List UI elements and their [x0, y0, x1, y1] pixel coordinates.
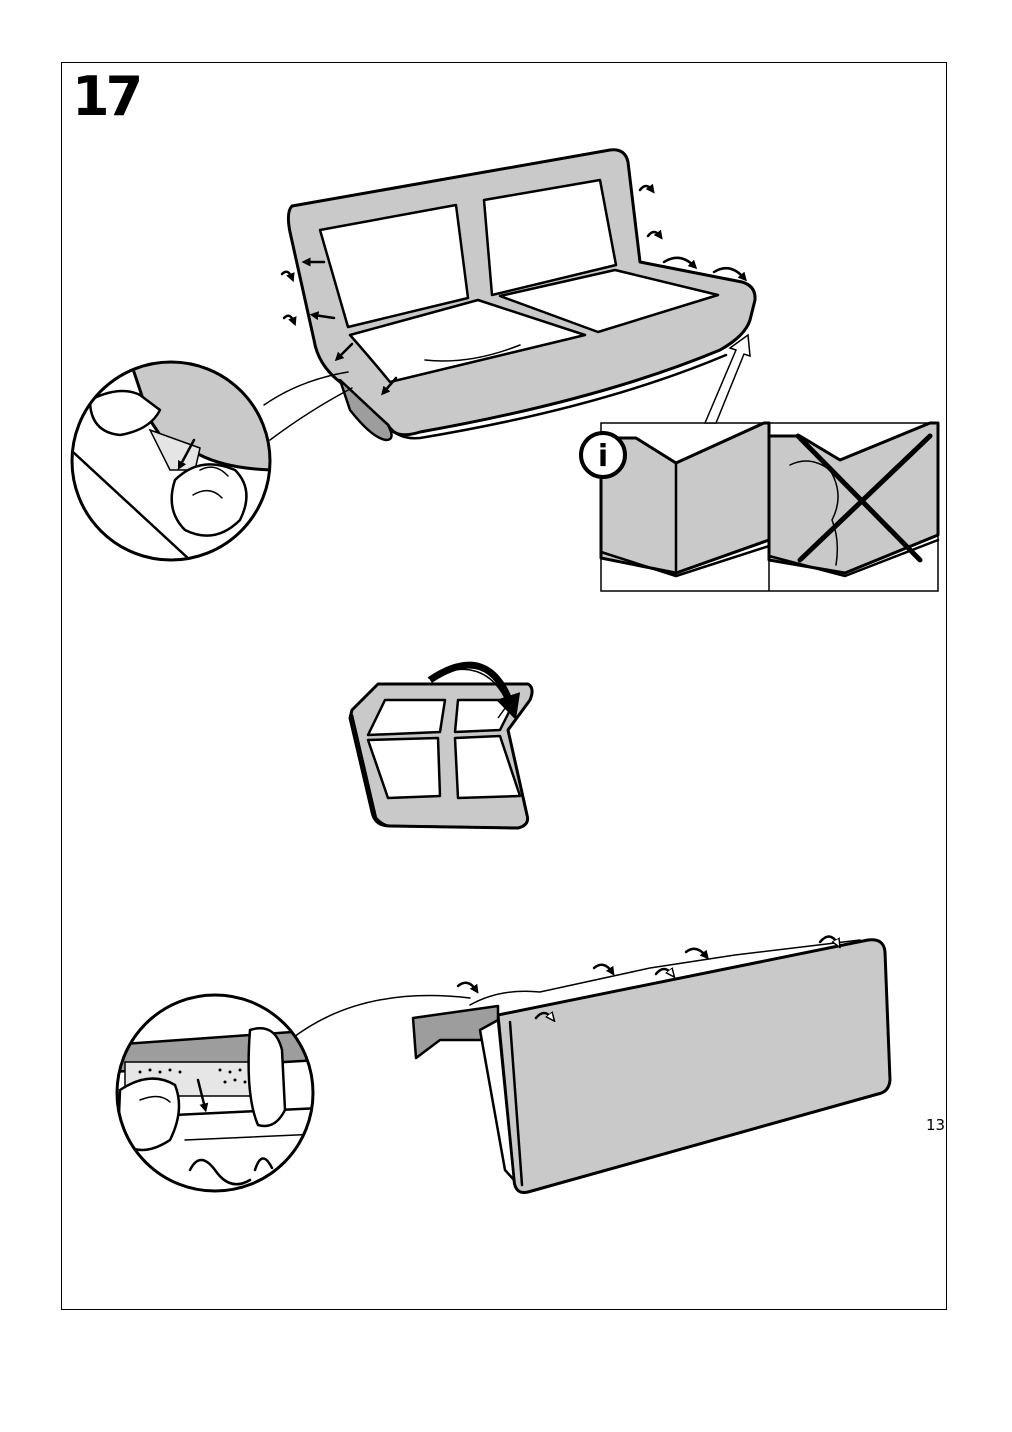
correct-corner-example: [599, 421, 771, 578]
info-icon: i: [579, 431, 627, 479]
rotate-arrow-icon: [428, 661, 521, 720]
incorrect-corner-example: [767, 421, 940, 578]
info-panel: i: [579, 333, 940, 592]
folding-frame-view: [348, 661, 534, 830]
svg-text:i: i: [598, 439, 608, 474]
step-number: 17: [72, 65, 143, 128]
zoom-detail-hands-top: [70, 360, 272, 562]
zoom-detail-hands-bottom: [115, 993, 315, 1193]
step-frame: [61, 62, 947, 1310]
page-number: 13: [926, 1116, 946, 1134]
sofa-frame-top-view: [263, 148, 757, 442]
arrow-icon: [703, 333, 751, 424]
backrest-cover-view: [289, 935, 892, 1194]
cross-icon: [795, 433, 933, 563]
